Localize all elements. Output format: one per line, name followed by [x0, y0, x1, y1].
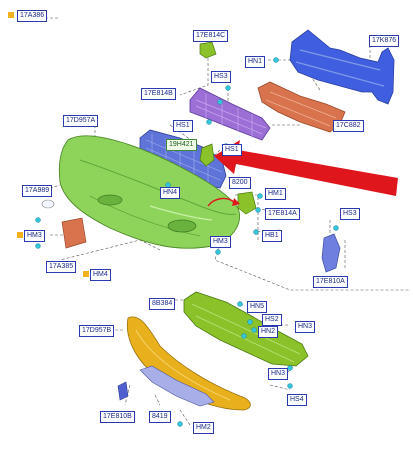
part-label-17e814a: 17E814A — [265, 208, 300, 220]
part-label-hb1: HB1 — [262, 230, 282, 242]
part-label-hm2: HM2 — [193, 422, 214, 434]
part-label-hn1: HN1 — [245, 56, 266, 68]
small-arrowhead-icon — [232, 198, 240, 206]
part-label-hm3-left: HM3 — [24, 230, 45, 242]
part-label-hs4: HS4 — [287, 394, 307, 406]
part-label-8b384: 8B384 — [149, 298, 176, 310]
part-label-hs1-a: HS1 — [173, 120, 193, 132]
upper-grille — [189, 87, 271, 141]
tow-hook-cover — [61, 217, 87, 249]
part-label-hn2: HN2 — [258, 326, 279, 338]
yellow-marker-icon — [8, 12, 14, 18]
clip-17e810b — [117, 381, 129, 401]
part-label-17e810a: 17E810A — [313, 276, 348, 288]
part-label-hs3-right: HS3 — [340, 208, 360, 220]
part-label-17d957a: 17D957A — [63, 115, 99, 127]
part-label-19h421: 19H421 — [166, 139, 197, 151]
part-label-hm3-mid: HM3 — [210, 236, 231, 248]
bumper-reinforcement — [289, 29, 395, 105]
part-label-hn4: HN4 — [160, 187, 181, 199]
part-label-hn3-a: HN3 — [295, 321, 316, 333]
bracket-17e810a — [321, 233, 341, 273]
bumper-cover — [58, 135, 240, 249]
lower-grille-strip — [139, 365, 215, 407]
part-label-8200: 8200 — [229, 177, 251, 189]
upper-absorber — [257, 81, 346, 133]
part-label-17d957b: 17D957B — [79, 325, 115, 337]
part-label-hs3-top: HS3 — [211, 71, 231, 83]
part-label-hn5: HN5 — [247, 301, 268, 313]
part-label-17e814b: 17E814B — [141, 88, 176, 100]
bracket-17e814a — [237, 191, 257, 215]
part-label-hn3-b: HN3 — [268, 368, 289, 380]
part-label-hs2: HS2 — [262, 314, 282, 326]
yellow-marker-icon — [17, 232, 23, 238]
red-arrow-icon — [214, 140, 398, 196]
part-label-hm4: HM4 — [90, 269, 111, 281]
part-label-17c882: 17C882 — [333, 120, 364, 132]
part-label-17k876: 17K876 — [369, 35, 400, 47]
part-label-17e814c: 17E814C — [193, 30, 229, 42]
reflector — [41, 199, 55, 209]
small-curved-arrow-icon — [207, 197, 235, 207]
yellow-marker-icon — [83, 271, 89, 277]
part-label-17a386: 17A386 — [17, 10, 48, 22]
part-label-hm1: HM1 — [265, 188, 286, 200]
part-label-17a385: 17A385 — [46, 261, 77, 273]
part-label-8419: 8419 — [149, 411, 171, 423]
part-label-17a989: 17A989 — [22, 185, 53, 197]
bracket-17e814c — [199, 41, 217, 59]
part-label-17e810b: 17E810B — [100, 411, 135, 423]
lower-absorber — [183, 291, 309, 367]
part-label-hs1-b: HS1 — [222, 144, 242, 156]
bracket-19h421 — [199, 143, 215, 167]
